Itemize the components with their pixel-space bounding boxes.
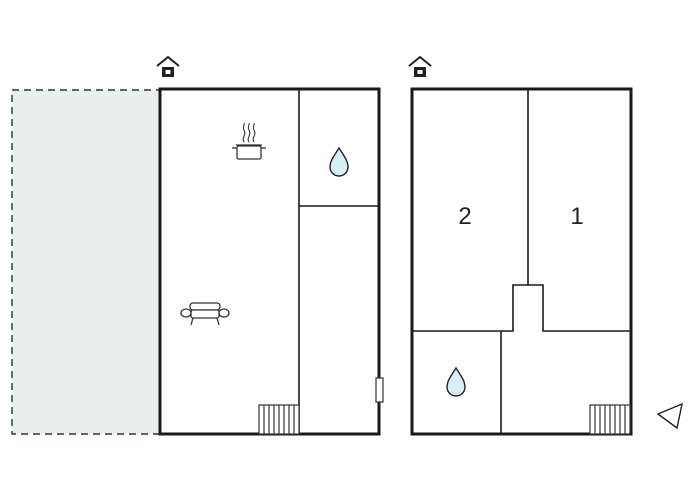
upper-floor-outline bbox=[410, 87, 633, 436]
hallway-wall bbox=[412, 284, 631, 332]
water-drop-icon bbox=[446, 366, 466, 397]
room-number-bedroom-1: 1 bbox=[570, 203, 583, 230]
cooking-pot-icon bbox=[232, 122, 266, 160]
ground-floor bbox=[158, 87, 384, 436]
north-arrow-icon bbox=[656, 402, 683, 430]
window bbox=[375, 377, 384, 403]
staircase-icon bbox=[258, 404, 300, 435]
entrance-house-icon bbox=[408, 55, 432, 77]
sofa-icon bbox=[180, 302, 230, 326]
ground-floor-outline bbox=[158, 87, 381, 436]
upper-floor: 2 1 bbox=[410, 87, 633, 436]
terrace-area bbox=[11, 89, 161, 435]
room-number-bedroom-2: 2 bbox=[458, 203, 471, 230]
entrance-house-icon bbox=[156, 55, 180, 77]
staircase-icon bbox=[589, 404, 631, 435]
water-drop-icon bbox=[329, 146, 349, 177]
